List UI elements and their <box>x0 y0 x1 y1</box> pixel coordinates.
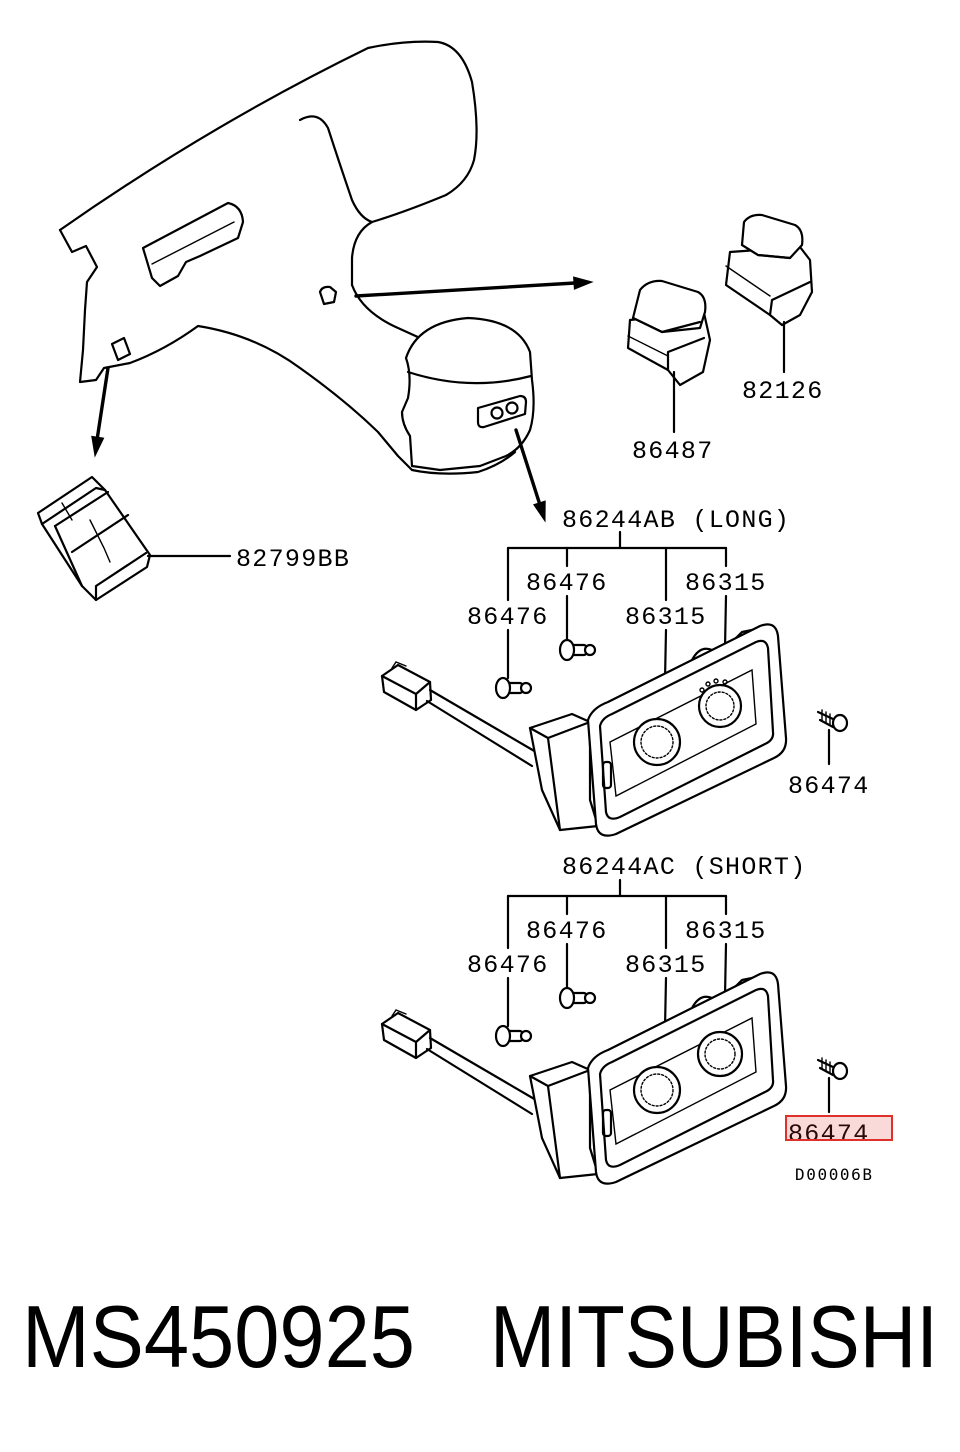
dash-switch-icon <box>110 336 132 362</box>
brand-name: MITSUBISHI <box>490 1287 938 1386</box>
part-number: MS450925 <box>22 1287 415 1386</box>
assembly-short-title: 86244AC (SHORT) <box>562 853 807 882</box>
label-86315-upper: 86315 <box>685 569 767 598</box>
clip-86476-lower-drawing <box>494 1024 533 1048</box>
highlight-box <box>785 1115 893 1141</box>
label-82126: 82126 <box>742 377 824 406</box>
dash-knob-icon <box>318 285 338 306</box>
console-switch-panel <box>476 394 528 429</box>
diagram-code: D00006B <box>795 1165 874 1184</box>
label-86476-lower: 86476 <box>467 951 549 980</box>
label-86474-highlighted: 86474 <box>788 1120 870 1149</box>
switch-86487-drawing <box>626 279 712 434</box>
label-86474: 86474 <box>788 772 870 801</box>
assembly-short: 86244AC (SHORT) 86476 86315 86476 86315 … <box>380 853 893 1185</box>
heater-control-long-drawing <box>380 623 788 837</box>
label-86315-upper: 86315 <box>685 917 767 946</box>
connector-82799BB-drawing <box>36 475 232 602</box>
dial-marks <box>699 678 728 693</box>
screw-86474-drawing <box>816 1057 849 1081</box>
switch-82126-drawing <box>724 213 814 374</box>
assembly-long: 86244AB (LONG) 86476 86315 86476 86315 8… <box>380 506 870 837</box>
label-86476-lower: 86476 <box>467 603 549 632</box>
heater-control-short-drawing <box>380 971 788 1185</box>
clip-86476-lower-drawing <box>494 676 533 700</box>
dashboard-illustration <box>58 40 535 475</box>
clip-86476-upper-drawing <box>558 986 597 1010</box>
screw-86474-drawing <box>816 709 849 733</box>
label-82799BB: 82799BB <box>236 545 350 574</box>
clip-86476-upper-drawing <box>558 638 597 662</box>
assembly-long-title: 86244AB (LONG) <box>562 506 790 535</box>
label-86315-lower: 86315 <box>625 951 707 980</box>
label-86315-lower: 86315 <box>625 603 707 632</box>
knob-86315-right <box>697 683 743 729</box>
label-86476-upper: 86476 <box>526 569 608 598</box>
label-86476-upper: 86476 <box>526 917 608 946</box>
callout-arrows <box>91 276 594 523</box>
label-86487: 86487 <box>632 437 714 466</box>
